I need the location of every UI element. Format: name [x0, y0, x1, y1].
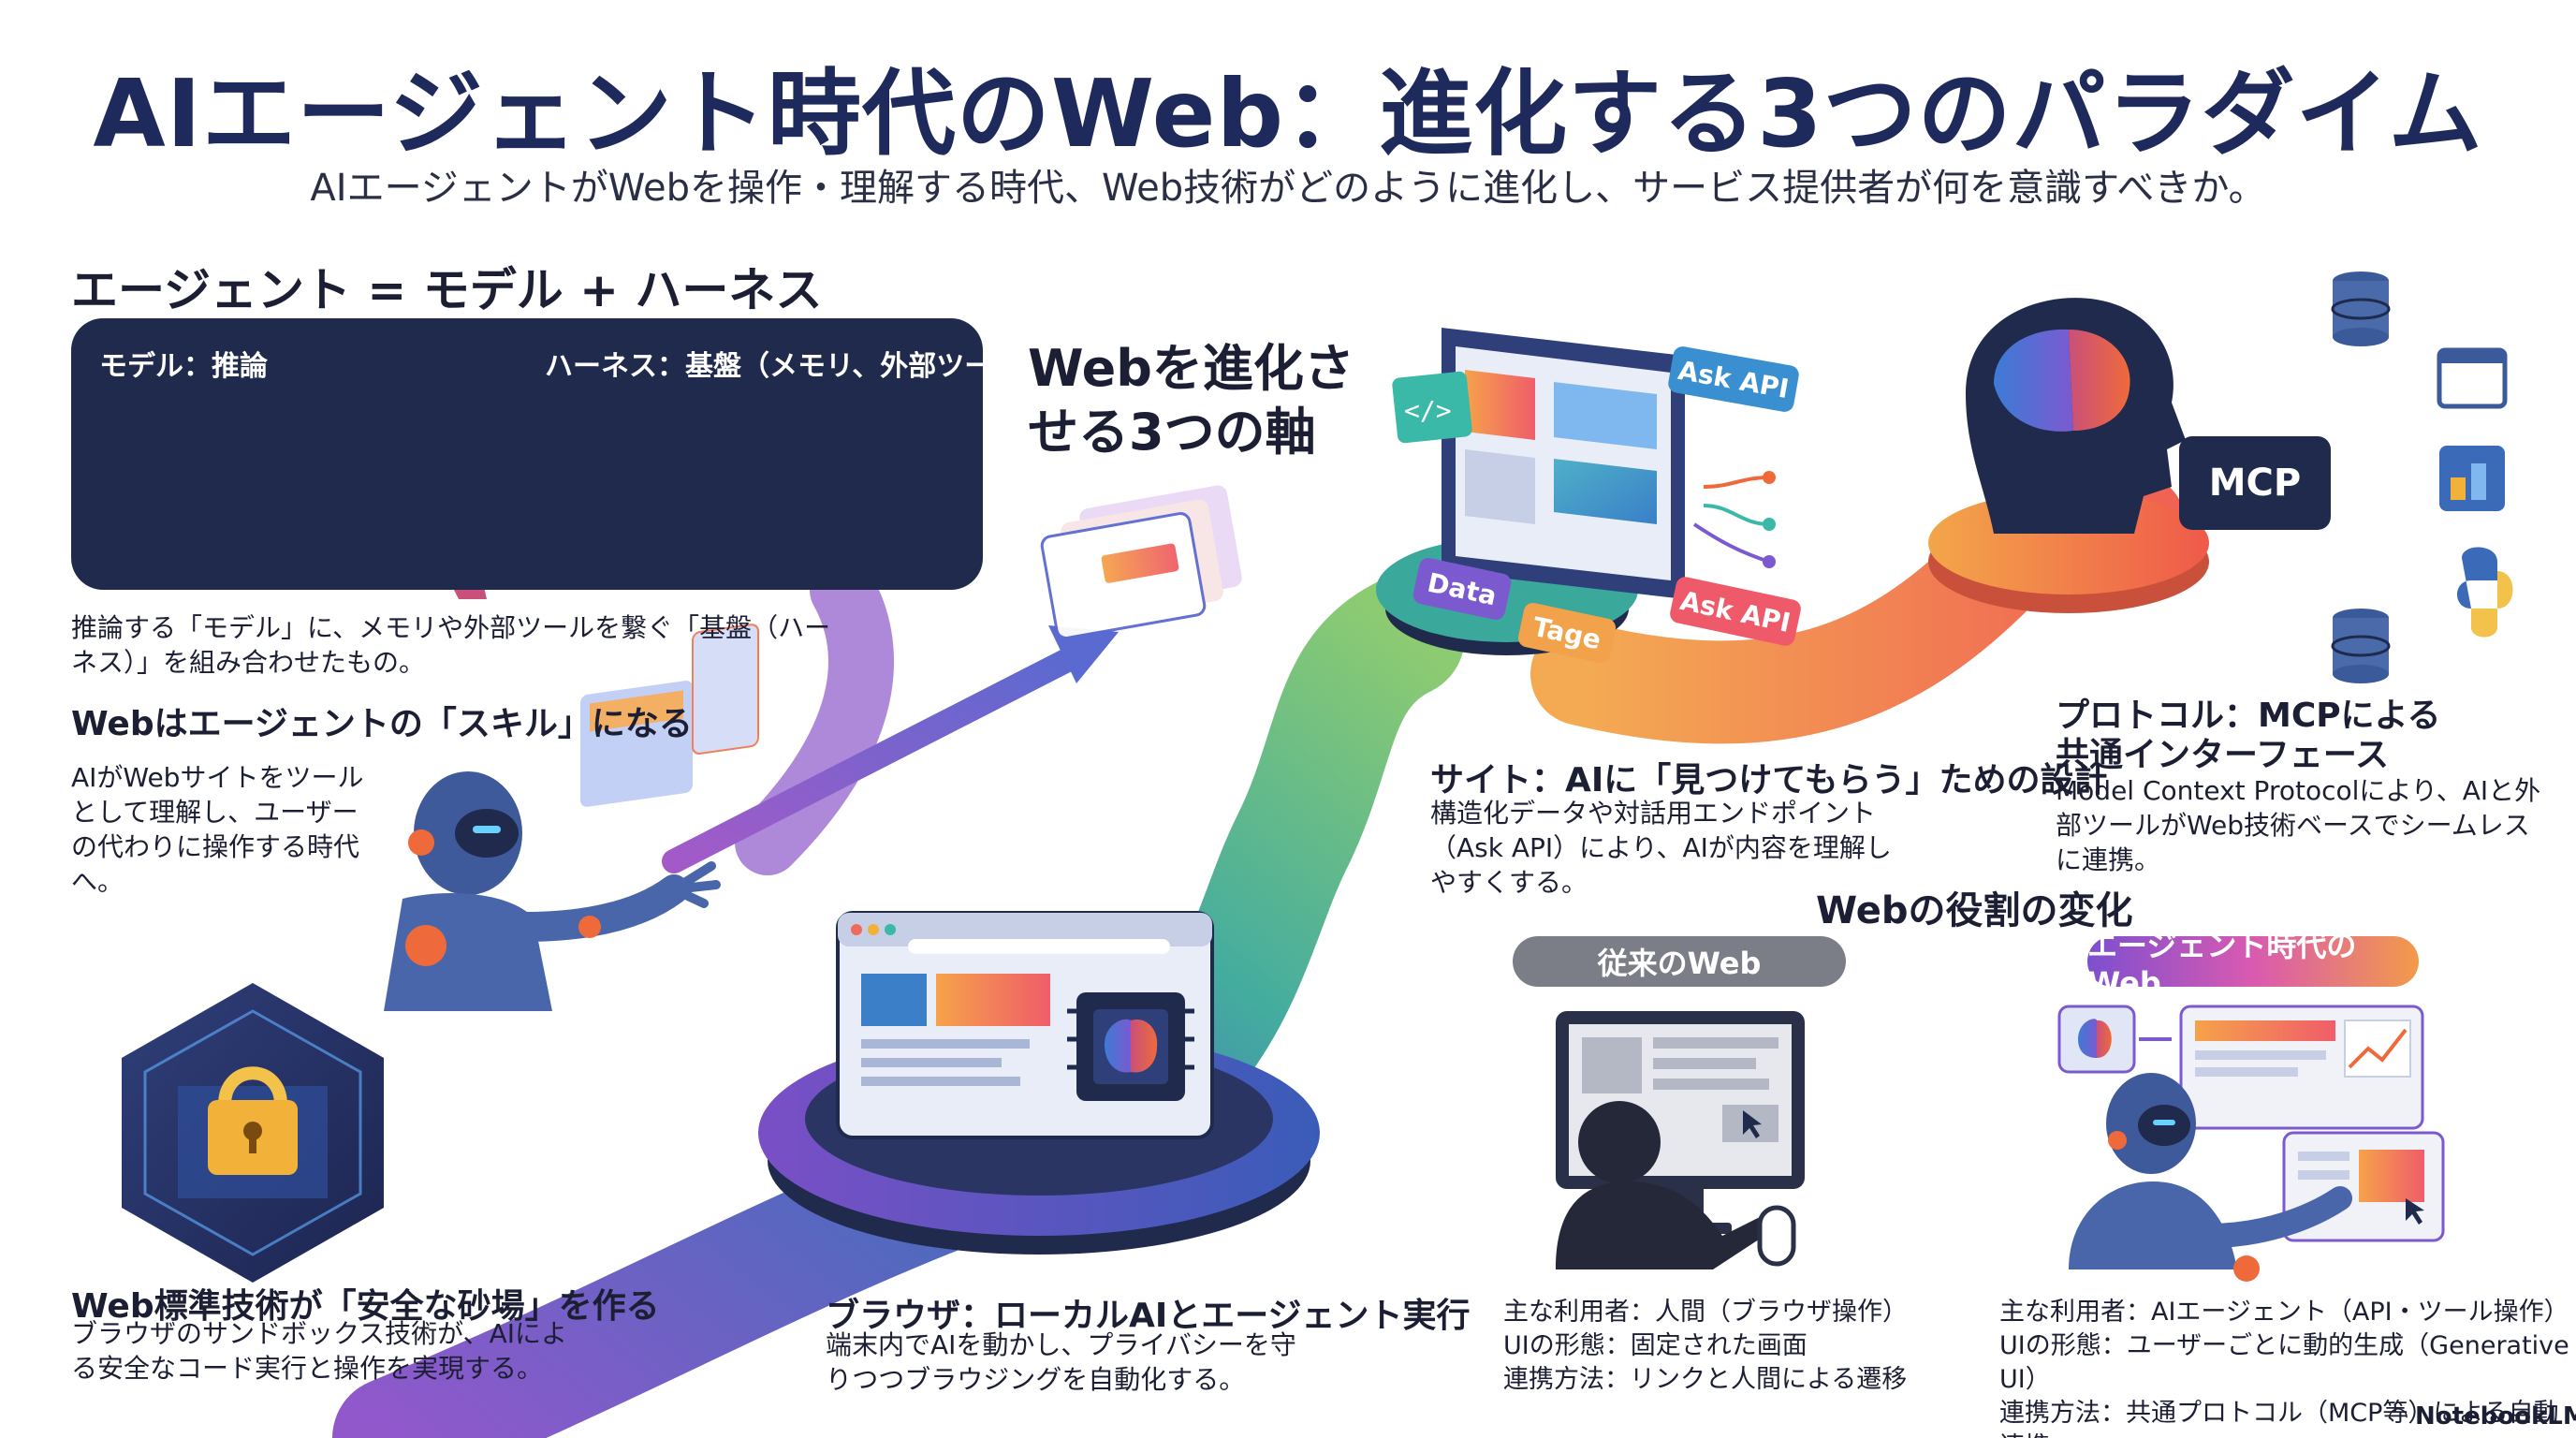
new-web-user: 主な利用者：AIエージェント（API・ツール操作） — [1999, 1298, 2569, 1327]
browser-body: 端末内でAIを動かし、プライバシーを守りつつブラウジングを自動化する。 — [826, 1329, 1296, 1395]
sandbox-heading: Web標準技術が「安全な砂場」を作る — [71, 1287, 660, 1326]
brand-name: NotebookLM — [2415, 1402, 2576, 1431]
notebooklm-icon: ◠ — [2389, 1402, 2408, 1431]
agent-panel — [71, 318, 983, 590]
brand-footer: ◠ NotebookLM — [2389, 1402, 2576, 1431]
protocol-heading: プロトコル：MCPによる共通インターフェース — [2056, 697, 2441, 774]
old-web-link: 連携方法：リンクと人間による遷移 — [1503, 1365, 1908, 1394]
page-subtitle: AIエージェントがWebを操作・理解する時代、Web技術がどのように進化し、サー… — [310, 167, 2266, 210]
agent-equation-heading: エージェント = モデル + ハーネス — [71, 263, 823, 317]
site-body: 構造化データや対話用エンドポイント（Ask API）により、AIが内容を理解しや… — [1430, 798, 1892, 898]
skill-heading: Webはエージェントの「スキル」になる — [71, 705, 693, 743]
agent-caption: 推論する「モデル」に、メモリや外部ツールを繋ぐ「基盤（ハーネス）」を組み合わせた… — [71, 612, 831, 678]
axes-title: Webを進化させる3つの軸 — [1028, 339, 1354, 462]
svg-text:</>: </> — [1404, 395, 1452, 426]
old-web-details: 主な利用者：人間（ブラウザ操作） UIの形態：固定された画面 連携方法：リンクと… — [1503, 1296, 1908, 1397]
role-change-heading: Webの役割の変化 — [1816, 889, 2133, 932]
new-web-details: 主な利用者：AIエージェント（API・ツール操作） UIの形態：ユーザーごとに動… — [1999, 1296, 2576, 1438]
skill-body: AIがWebサイトをツールとして理解し、ユーザーの代わりに操作する時代へ。 — [71, 762, 364, 897]
old-web-label: 従来のWeb — [1513, 936, 1846, 987]
browser-heading: ブラウザ：ローカルAIとエージェント実行 — [826, 1297, 1471, 1335]
old-web-user: 主な利用者：人間（ブラウザ操作） — [1503, 1298, 1908, 1327]
old-web-ui: UIの形態：固定された画面 — [1503, 1331, 1808, 1360]
new-web-label: エージェント時代のWeb — [2087, 928, 2419, 1001]
new-web-link: 連携方法：共通プロトコル（MCP等）による自動連携 — [1999, 1399, 2559, 1438]
page-title: AIエージェント時代のWeb：進化する3つのパラダイム — [93, 59, 2483, 169]
model-label: モデル：推論 — [99, 350, 268, 383]
sandbox-body: ブラウザのサンドボックス技術が、AIによる安全なコード実行と操作を実現する。 — [71, 1318, 568, 1384]
harness-label: ハーネス：基盤（メモリ、外部ツール） — [545, 350, 1049, 383]
protocol-body: Model Context Protocolにより、AIと外部ツールがWeb技術… — [2056, 775, 2541, 875]
new-web-ui: UIの形態：ユーザーごとに動的生成（Generative UI） — [1999, 1331, 2569, 1394]
mcp-box: MCP — [2179, 436, 2331, 530]
site-heading: サイト：AIに「見つけてもらう」ための設計 — [1430, 761, 2108, 800]
